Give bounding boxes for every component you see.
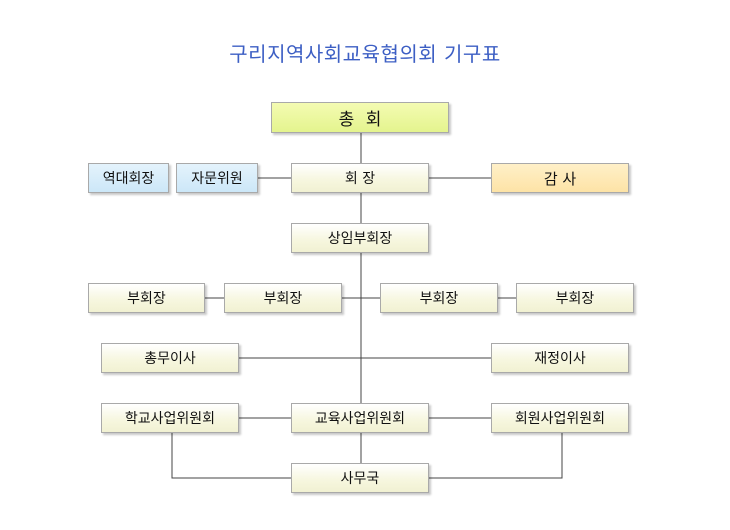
node-auditor: 감 사	[491, 163, 629, 193]
node-vice-president-3: 부회장	[380, 283, 498, 313]
node-president: 회 장	[291, 163, 429, 193]
node-school-committee: 학교사업위원회	[101, 403, 239, 433]
node-secretariat: 사무국	[291, 463, 429, 493]
node-past-presidents: 역대회장	[88, 163, 169, 193]
node-general-affairs-director: 총무이사	[101, 343, 239, 373]
node-member-committee: 회원사업위원회	[491, 403, 629, 433]
node-vice-president-1: 부회장	[88, 283, 205, 313]
node-education-committee: 교육사업위원회	[291, 403, 429, 433]
node-advisors: 자문위원	[176, 163, 258, 193]
chart-title: 구리지역사회교육협의회 기구표	[229, 42, 501, 66]
node-general-assembly: 총 회	[271, 102, 449, 133]
node-finance-director: 재정이사	[491, 343, 629, 373]
node-standing-vice-president: 상임부회장	[291, 223, 429, 253]
node-vice-president-4: 부회장	[516, 283, 634, 313]
node-vice-president-2: 부회장	[224, 283, 342, 313]
